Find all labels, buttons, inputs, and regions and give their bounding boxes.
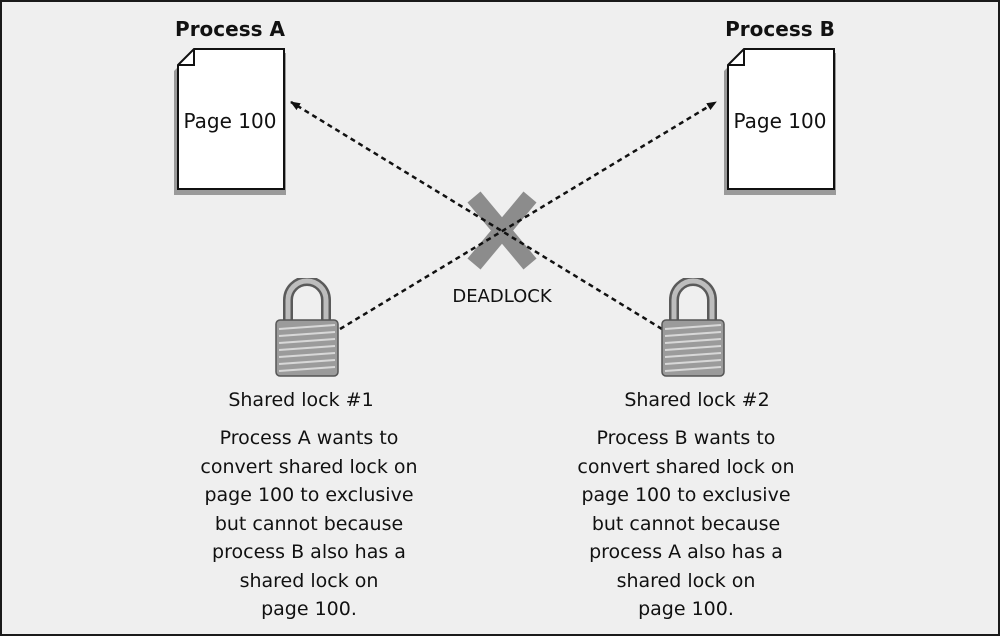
process-a-page-label: Page 100 [183,109,277,133]
shared-lock-2-padlock [660,276,726,382]
page-document-icon [174,48,286,195]
lock1-to-process-b-arrow [339,100,717,331]
process-b-page-label: Page 100 [733,109,827,133]
shared-lock-1-description: Process A wants to convert shared lock o… [200,427,418,620]
page-document-icon [724,48,836,195]
padlock-icon [275,276,339,377]
deadlock-label: DEADLOCK [452,286,552,307]
shared-lock-2-title: Shared lock #2 [624,389,770,411]
process-b-page-document: Page 100 [722,47,838,197]
process-a-title: Process A [175,17,285,41]
process-a-page-document: Page 100 [172,47,288,197]
shared-lock-1-padlock [274,276,340,382]
padlock-icon [661,276,725,377]
shared-lock-1-title: Shared lock #1 [228,389,374,411]
lock2-to-process-a-arrow [290,100,663,331]
process-b-title: Process B [725,17,835,41]
shared-lock-2-description: Process B wants to convert shared lock o… [577,427,795,620]
